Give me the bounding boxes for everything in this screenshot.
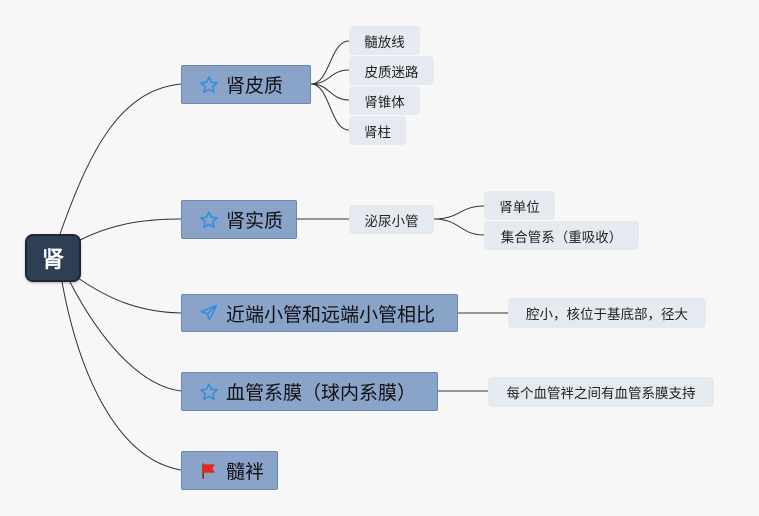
root-node-kidney[interactable]: 肾 [25, 234, 81, 282]
leaf-label: 肾锥体 [364, 94, 405, 111]
leaf-renal-column[interactable]: 肾柱 [349, 116, 406, 145]
branch-label: 肾实质 [226, 210, 284, 232]
paper-plane-icon [198, 302, 220, 324]
leaf-uriniferous-tubule[interactable]: 泌尿小管 [349, 205, 434, 234]
branch-tubule-comparison[interactable]: 近端小管和远端小管相比 [181, 294, 458, 332]
star-icon [198, 209, 220, 231]
star-icon [198, 381, 220, 403]
leaf-label: 髓放线 [364, 34, 405, 51]
link-root-loop [61, 281, 182, 471]
leaf-label: 每个血管袢之间有血管系膜支持 [506, 386, 696, 402]
branch-mesangium[interactable]: 血管系膜（球内系膜） [181, 372, 438, 411]
leaf-label: 腔小，核位于基底部，径大 [526, 307, 688, 323]
link-cortex-1 [310, 40, 350, 85]
leaf-tubule-difference[interactable]: 腔小，核位于基底部，径大 [508, 298, 706, 328]
leaf-label: 肾单位 [499, 199, 540, 216]
leaf-label: 肾柱 [364, 124, 391, 141]
link-root-parenchyma [79, 218, 182, 241]
link-root-cortex [59, 83, 182, 235]
leaf-label: 集合管系（重吸收） [500, 229, 623, 246]
branch-renal-cortex[interactable]: 肾皮质 [181, 65, 311, 104]
branch-loop-of-henle[interactable]: 髓袢 [181, 451, 278, 490]
branch-renal-parenchyma[interactable]: 肾实质 [181, 200, 297, 239]
branch-label: 髓袢 [226, 461, 265, 483]
leaf-mesangium-note[interactable]: 每个血管袢之间有血管系膜支持 [488, 377, 714, 407]
branch-label: 血管系膜（球内系膜） [226, 382, 417, 404]
link-root-mesangium [69, 281, 182, 392]
link-root-tubules [77, 277, 182, 314]
leaf-medullary-ray[interactable]: 髓放线 [349, 26, 420, 55]
branch-label: 肾皮质 [226, 75, 284, 97]
branch-label: 近端小管和远端小管相比 [226, 303, 436, 326]
leaf-renal-pyramid[interactable]: 肾锥体 [349, 86, 420, 115]
red-flag-icon [198, 460, 220, 482]
leaf-nephron[interactable]: 肾单位 [484, 191, 555, 220]
leaf-collecting-duct[interactable]: 集合管系（重吸收） [484, 221, 639, 250]
star-icon [198, 74, 220, 96]
root-label: 肾 [41, 248, 64, 273]
leaf-label: 泌尿小管 [364, 213, 419, 230]
leaf-cortical-labyrinth[interactable]: 皮质迷路 [349, 56, 434, 85]
leaf-label: 皮质迷路 [364, 64, 419, 81]
